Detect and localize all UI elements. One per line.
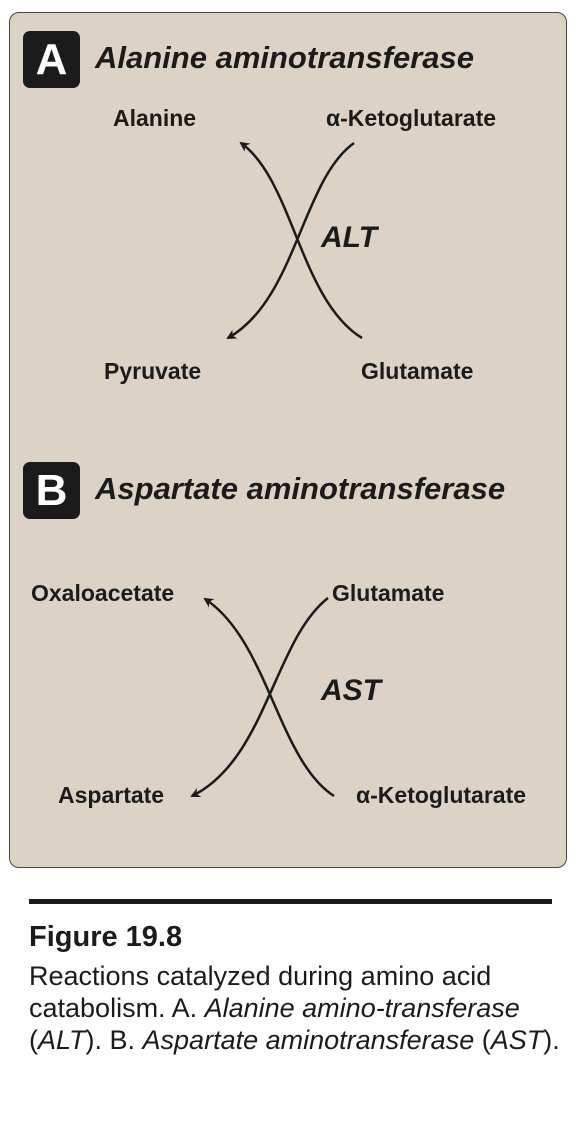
panel-a-arrow-to-pyruvate: [226, 141, 355, 340]
caption-part-9: ).: [543, 1025, 560, 1055]
panel-a-top-left-label: Alanine: [113, 105, 197, 131]
caption-divider: [29, 899, 552, 904]
panel-b-title: Aspartate aminotransferase: [95, 471, 506, 506]
caption-enzyme-a: Alanine amino-transferase: [204, 993, 520, 1023]
panel-b-arrow-to-aspartate: [190, 597, 329, 798]
panel-b-top-right-label: Glutamate: [332, 580, 445, 606]
panel-b-top-left-label: Oxaloacetate: [31, 580, 175, 606]
reaction-panel: [9, 12, 567, 868]
panel-a-title: Alanine aminotransferase: [95, 40, 475, 75]
panel-b-badge: B: [23, 462, 80, 519]
panel-b-enzyme-label: AST: [321, 674, 381, 707]
reaction-arrows: [190, 141, 363, 798]
panel-a-top-right-label: α-Ketoglutarate: [326, 105, 497, 131]
figure-caption: Reactions catalyzed during amino acid ca…: [29, 960, 569, 1056]
panel-b-bottom-right-label: α-Ketoglutarate: [356, 782, 527, 808]
figure-label: Figure 19.8: [29, 921, 183, 953]
caption-enzyme-b: Aspartate aminotransferase: [142, 1025, 475, 1055]
panel-b-bottom-left-label: Aspartate: [58, 782, 165, 808]
caption-abbr-a: ALT: [38, 1025, 86, 1055]
caption-part-7: (: [474, 1025, 491, 1055]
panel-a-enzyme-label: ALT: [321, 221, 378, 254]
caption-part-1: Reactions catalyzed during amino acid ca…: [29, 961, 492, 1023]
caption-part-5: ). B.: [85, 1025, 143, 1055]
caption-part-3: (: [29, 1025, 38, 1055]
panel-b-arrow-to-oxaloacetate: [203, 597, 335, 798]
caption-abbr-b: AST: [490, 1025, 544, 1055]
panel-a-bottom-right-label: Glutamate: [361, 358, 474, 384]
panel-a-bottom-left-label: Pyruvate: [104, 358, 202, 384]
panel-a-badge: A: [23, 31, 80, 88]
